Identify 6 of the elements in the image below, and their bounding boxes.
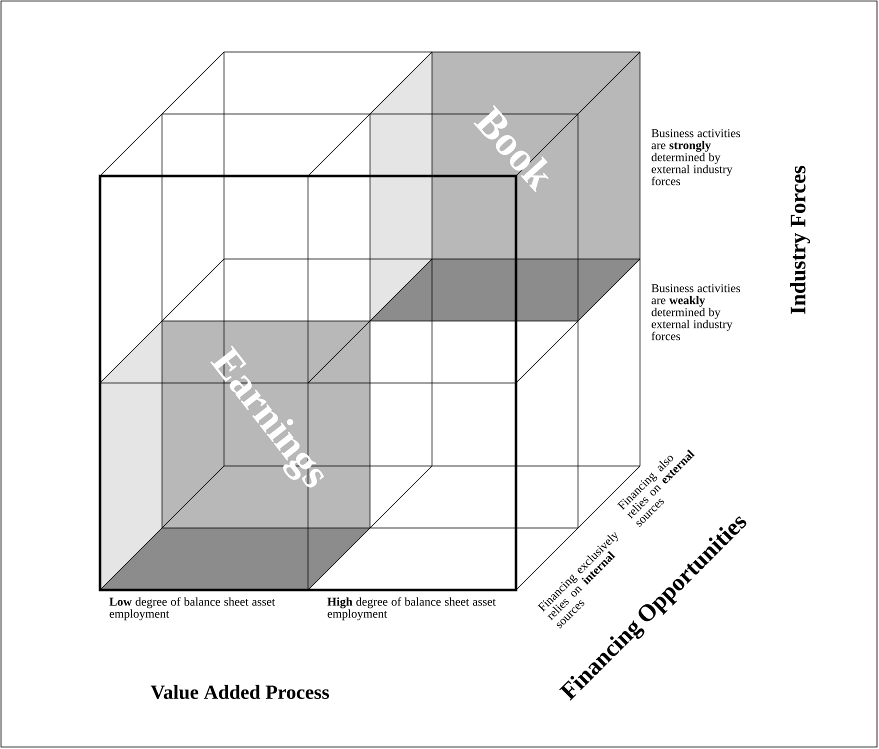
axis-title: Industry Forces bbox=[790, 166, 810, 314]
axis-title: Value Added Process bbox=[150, 684, 329, 700]
axis-note: High degree of balance sheet asset employment bbox=[327, 597, 496, 620]
axis-note: Business activities are strongly determined by external industry forces bbox=[652, 129, 740, 186]
axis-note: Business activities are weakly determined by external industry forces bbox=[652, 284, 740, 340]
axis-note: Low degree of balance sheet asset employment bbox=[109, 597, 276, 620]
